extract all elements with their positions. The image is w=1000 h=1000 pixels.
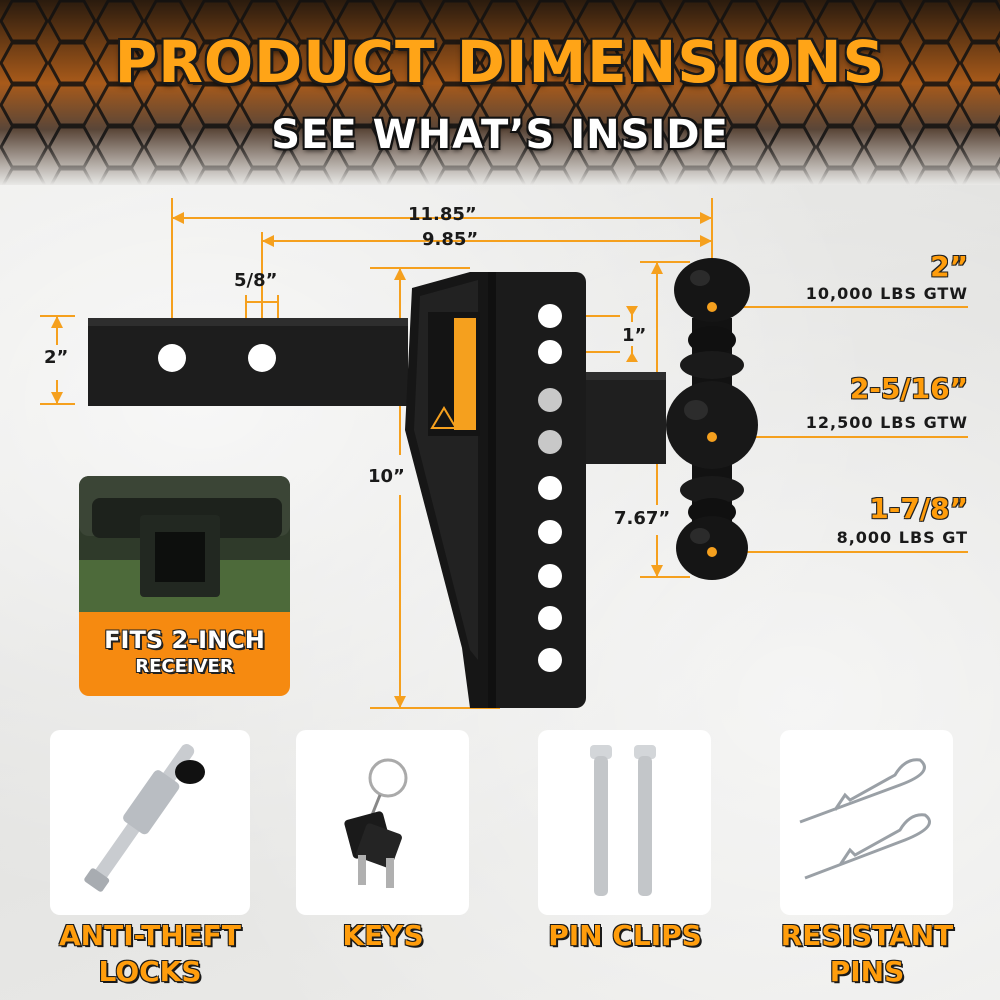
receiver-badge-line2: RECEIVER — [135, 656, 234, 677]
drop-plate-holes — [538, 304, 562, 672]
drop-plate-hole — [538, 564, 562, 588]
drop-plate-hole — [538, 430, 562, 454]
drop-plate-hole — [538, 388, 562, 412]
drop-plate-hole — [538, 340, 562, 364]
accessory-label-resistant-pins-line1: RESISTANT — [780, 919, 954, 952]
accessory-label-locks-line2: LOCKS — [98, 955, 202, 988]
accessory-label-locks: ANTI-THEFT LOCKS — [25, 918, 275, 990]
honeycomb-pattern — [0, 0, 1000, 185]
drop-plate-hole — [538, 520, 562, 544]
accessory-label-resistant-pins: RESISTANT PINS — [742, 918, 992, 990]
pins-image — [590, 745, 656, 896]
receiver-fit-badge: FITS 2-INCH RECEIVER — [79, 612, 290, 696]
dim-overall-length: 11.85” — [408, 204, 477, 225]
receiver-photo — [79, 476, 290, 622]
warning-sticker — [428, 312, 480, 436]
receiver-badge-line1: FITS 2-INCH — [104, 626, 265, 654]
ball-rating-bottom: 8,000 LBS GT — [836, 528, 968, 547]
ball-size-bottom: 1-7/8” — [869, 492, 968, 525]
ball-rating-middle: 12,500 LBS GTW — [805, 413, 968, 432]
dim-hole-diameter: 5/8” — [234, 270, 278, 291]
page-title: PRODUCT DIMENSIONS — [114, 28, 886, 96]
dim-shank-length: 9.85” — [422, 229, 479, 250]
drop-plate-hole — [538, 606, 562, 630]
accessory-label-keys: KEYS — [258, 918, 508, 954]
accessory-label-resistant-pins-line2: PINS — [829, 955, 905, 988]
ball-size-top: 2” — [930, 250, 968, 283]
lock-image — [84, 744, 205, 892]
ball-rating-top: 10,000 LBS GTW — [805, 284, 968, 303]
keys-image — [344, 758, 408, 888]
dim-ball-span: 7.67” — [614, 508, 671, 529]
dim-drop-height: 10” — [368, 466, 405, 487]
accessory-label-pin-clips: PIN CLIPS — [500, 918, 750, 954]
drop-plate-hole — [538, 648, 562, 672]
hitch-shank — [88, 318, 408, 406]
clips-image — [799, 758, 931, 880]
dim-shank-height: 2” — [44, 347, 69, 368]
ball-markers — [707, 302, 717, 557]
drop-plate-hole — [538, 304, 562, 328]
accessory-label-pin-clips-line1: PIN CLIPS — [548, 919, 702, 952]
accessory-label-locks-line1: ANTI-THEFT — [58, 919, 241, 952]
header-banner: PRODUCT DIMENSIONS SEE WHAT’S INSIDE — [0, 0, 1000, 185]
page-subtitle: SEE WHAT’S INSIDE — [271, 112, 729, 158]
drop-plate-hole — [538, 476, 562, 500]
dimension-arrows — [51, 212, 712, 708]
ball-size-middle: 2-5/16” — [849, 372, 968, 405]
accessory-label-keys-line1: KEYS — [342, 919, 424, 952]
dim-hole-spacing: 1” — [622, 325, 647, 346]
ball-mount-bar — [586, 372, 666, 464]
